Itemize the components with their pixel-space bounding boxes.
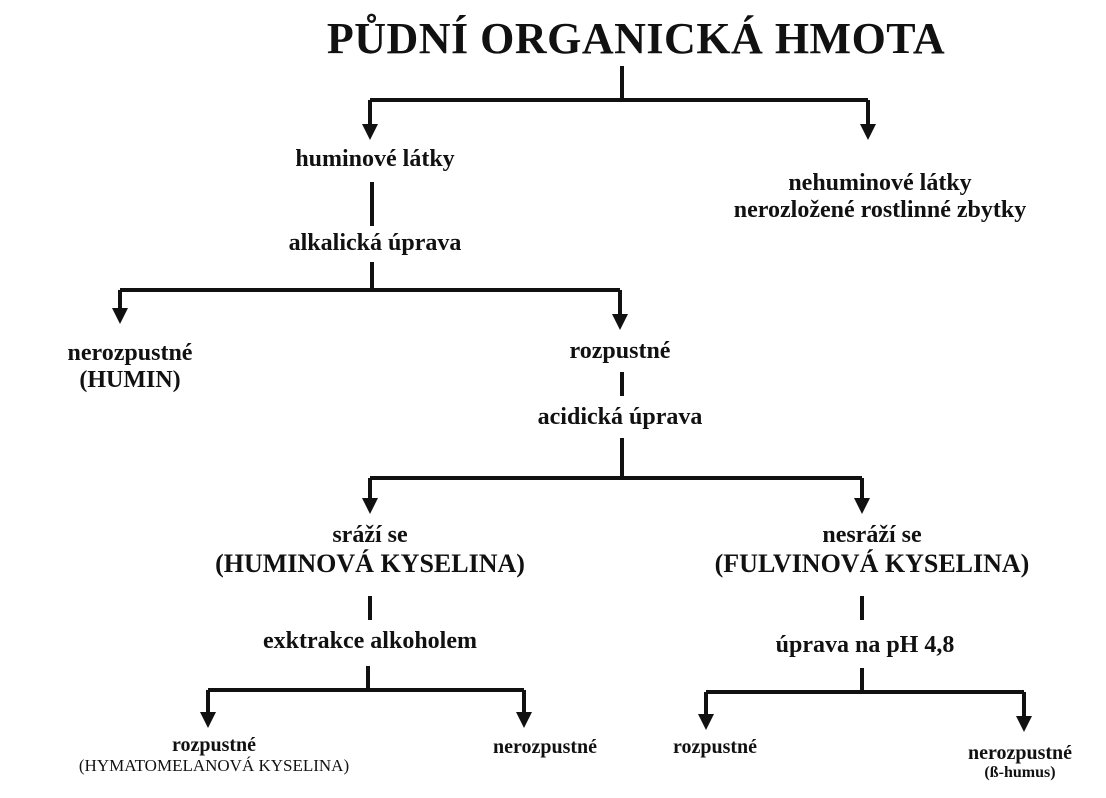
- node-line: nerozpustné: [67, 340, 193, 366]
- node-line: nerozpustné: [967, 742, 1073, 764]
- node-nerozpustne-beta-humus: nerozpustné (ß-humus): [940, 742, 1100, 782]
- node-line: rozpustné: [171, 734, 257, 756]
- node-srazi-se: sráží se (HUMINOVÁ KYSELINA): [170, 522, 570, 578]
- node-line: (HYMATOMELANOVÁ KYSELINA): [78, 756, 350, 776]
- node-line: nesráží se: [822, 522, 922, 548]
- node-uprava-ph: úprava na pH 4,8: [775, 632, 955, 658]
- node-nehuminove-latky: nehuminové látky nerozložené rostlinné z…: [670, 170, 1090, 224]
- arrow-head: [860, 124, 876, 140]
- node-nerozpustne-left: nerozpustné: [492, 736, 598, 758]
- arrow-head: [362, 124, 378, 140]
- node-line: sráží se: [332, 522, 408, 548]
- node-acidicka-uprava: acidická úprava: [537, 404, 703, 430]
- arrow-head: [1016, 716, 1032, 732]
- node-huminove-latky: huminové látky: [295, 146, 455, 172]
- node-extrakce-alkoholem: exktrakce alkoholem: [263, 628, 477, 654]
- node-line: nerozložené rostlinné zbytky: [733, 196, 1027, 223]
- node-line: nehuminové látky: [788, 170, 972, 196]
- node-nerozpustne-humin: nerozpustné (HUMIN): [30, 340, 230, 394]
- arrow-head: [362, 498, 378, 514]
- arrow-head: [112, 308, 128, 324]
- node-rozpustne-hymatomelanova: rozpustné (HYMATOMELANOVÁ KYSELINA): [4, 734, 424, 775]
- node-line: (HUMIN): [79, 366, 181, 393]
- arrow-head: [698, 714, 714, 730]
- node-line: (ß-humus): [984, 764, 1056, 782]
- node-alkalicka-uprava: alkalická úprava: [288, 230, 462, 256]
- arrow-head: [200, 712, 216, 728]
- arrow-head: [612, 314, 628, 330]
- node-line: (HUMINOVÁ KYSELINA): [215, 548, 525, 578]
- node-nesrazi-se: nesráží se (FULVINOVÁ KYSELINA): [662, 522, 1082, 578]
- node-line: (FULVINOVÁ KYSELINA): [714, 548, 1030, 578]
- diagram-title: PŮDNÍ ORGANICKÁ HMOTA: [326, 14, 946, 63]
- arrow-head: [516, 712, 532, 728]
- node-rozpustne-right: rozpustné: [672, 736, 758, 758]
- arrow-head: [854, 498, 870, 514]
- node-rozpustne: rozpustné: [569, 338, 671, 364]
